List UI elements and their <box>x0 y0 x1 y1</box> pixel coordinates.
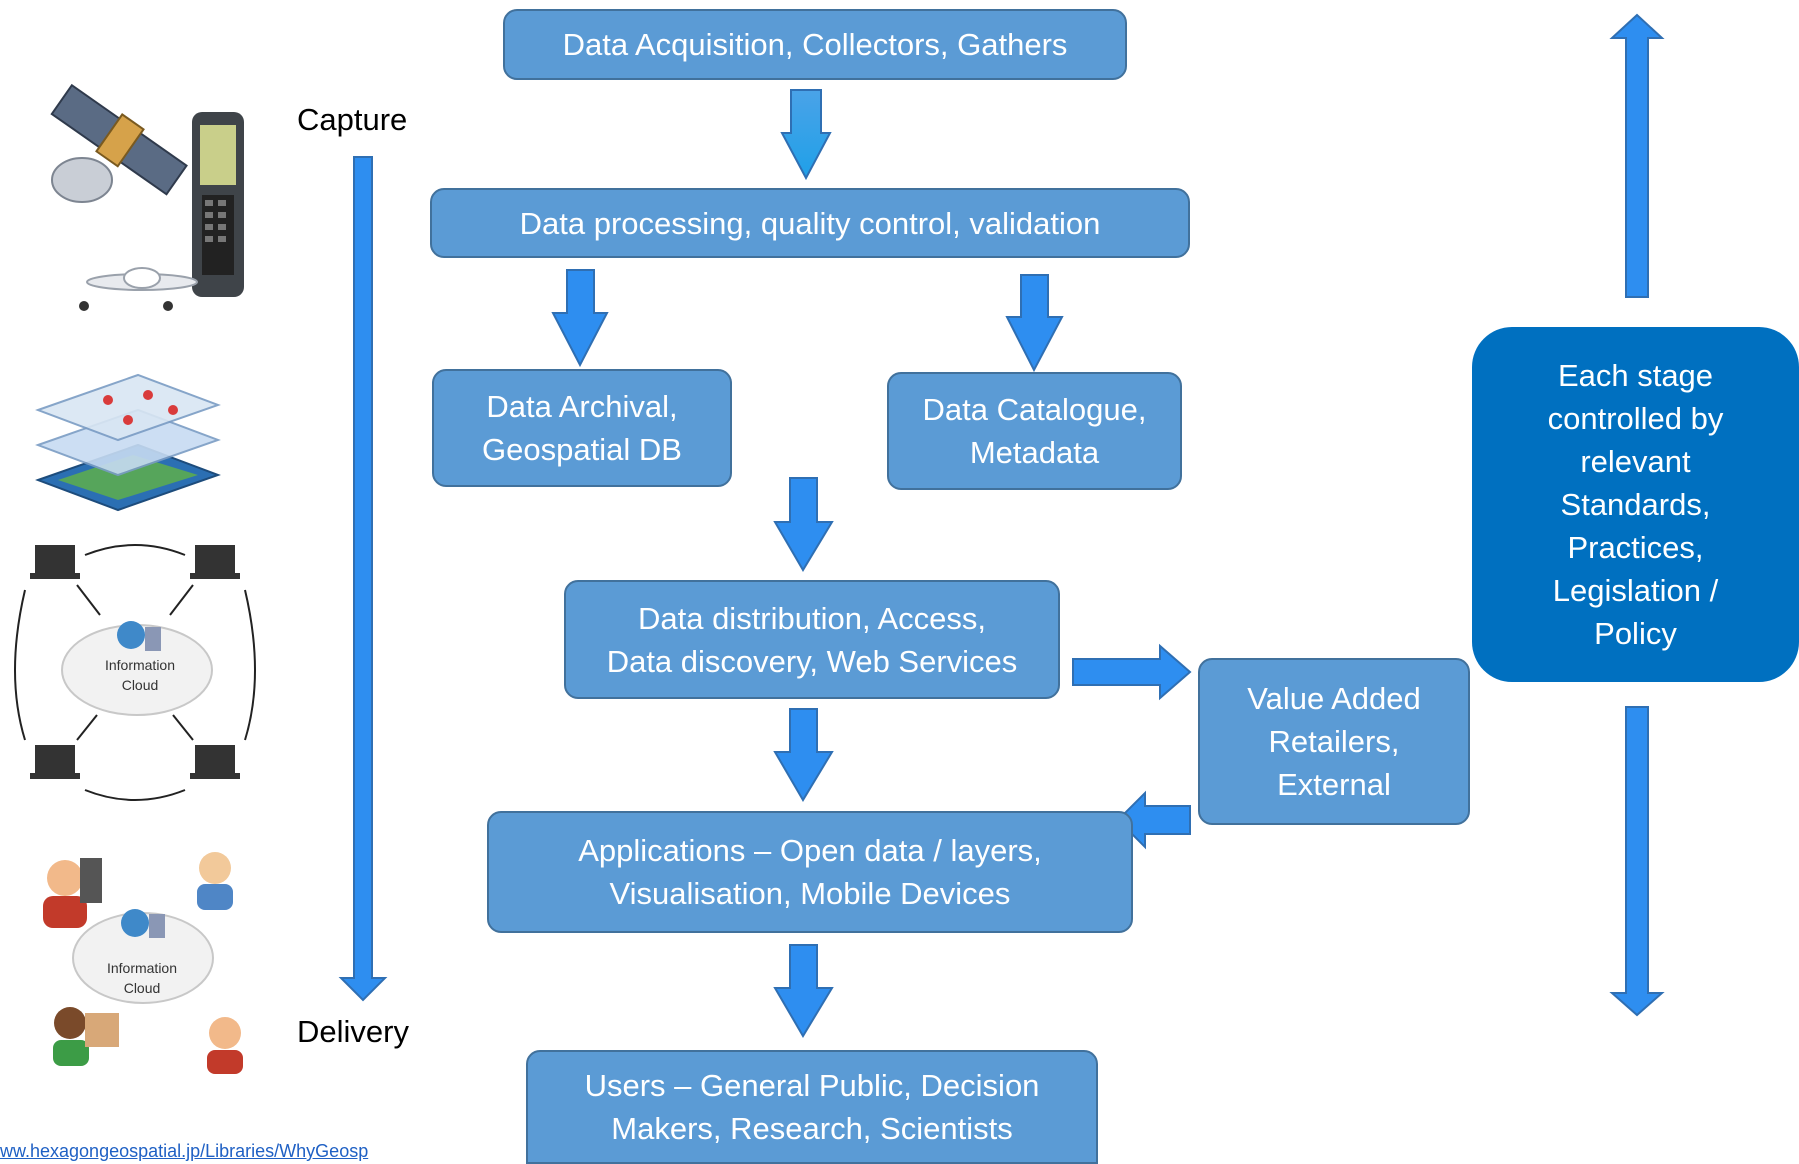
information-cloud-network-illustration <box>14 544 256 801</box>
delivery-label: Delivery <box>297 1014 409 1049</box>
control-up-arrow <box>1609 13 1665 298</box>
data-acquisition-box: Data Acquisition, Collectors, Gathers <box>503 9 1127 80</box>
data-distribution-box: Data distribution, Access, Data discover… <box>564 580 1060 699</box>
arrow-processing-to-archival <box>551 269 609 368</box>
standards-control-box: Each stage controlled by relevant Standa… <box>1472 327 1799 682</box>
capture-label: Capture <box>297 102 408 137</box>
map-layers-illustration <box>35 373 221 512</box>
arrow-processing-to-catalogue <box>1005 274 1064 373</box>
data-processing-box: Data processing, quality control, valida… <box>430 188 1190 258</box>
capture-to-delivery-arrow <box>338 156 388 1002</box>
cloud-users-label: Information Cloud <box>106 960 178 996</box>
arrow-acquisition-to-processing <box>780 89 832 181</box>
applications-box: Applications – Open data / layers, Visua… <box>487 811 1133 933</box>
arrow-distribution-to-applications <box>773 708 834 802</box>
control-down-arrow <box>1609 706 1665 1017</box>
arrow-applications-to-users <box>773 944 834 1038</box>
arrow-distribution-to-value-added <box>1072 643 1192 701</box>
users-box: Users – General Public, Decision Makers,… <box>526 1050 1098 1164</box>
information-cloud-users-illustration <box>43 852 243 1074</box>
value-added-retailers-box: Value Added Retailers, External <box>1198 658 1470 825</box>
arrow-to-distribution <box>773 477 834 572</box>
data-archival-box: Data Archival, Geospatial DB <box>432 369 732 487</box>
satellite-device-illustration <box>50 83 244 311</box>
source-link[interactable]: ww.hexagongeospatial.jp/Libraries/WhyGeo… <box>0 1141 369 1161</box>
data-catalogue-box: Data Catalogue, Metadata <box>887 372 1182 490</box>
cloud-network-label: Information Cloud <box>104 657 176 693</box>
